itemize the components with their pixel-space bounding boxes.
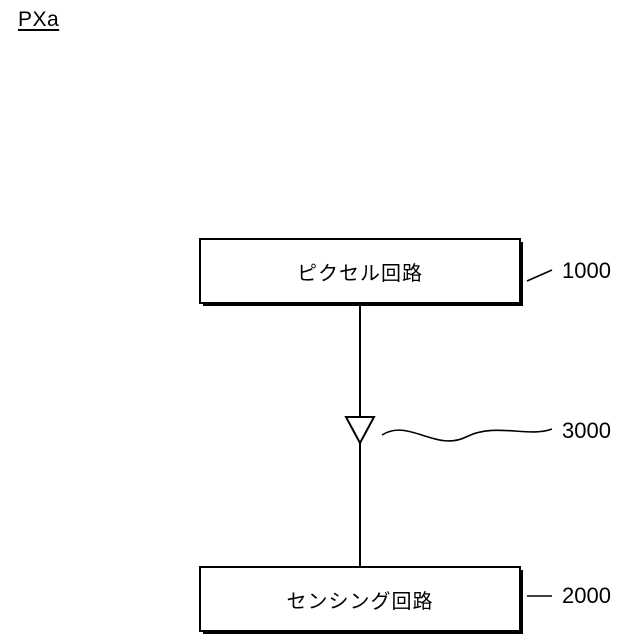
block-sensing-circuit: センシング回路 [199, 566, 521, 632]
leader-line-pixel [526, 269, 553, 282]
block-label-pixel-circuit: ピクセル回路 [297, 262, 423, 285]
diode-icon [344, 416, 376, 446]
leader-line-diode [381, 428, 553, 442]
figure-title: PXa [18, 8, 60, 31]
reference-number-diode: 3000 [562, 418, 611, 443]
block-pixel-circuit: ピクセル回路 [199, 238, 521, 304]
reference-number-pixel: 1000 [562, 258, 611, 283]
reference-number-sensing: 2000 [562, 583, 611, 608]
block-label-sensing-circuit: センシング回路 [286, 590, 434, 613]
